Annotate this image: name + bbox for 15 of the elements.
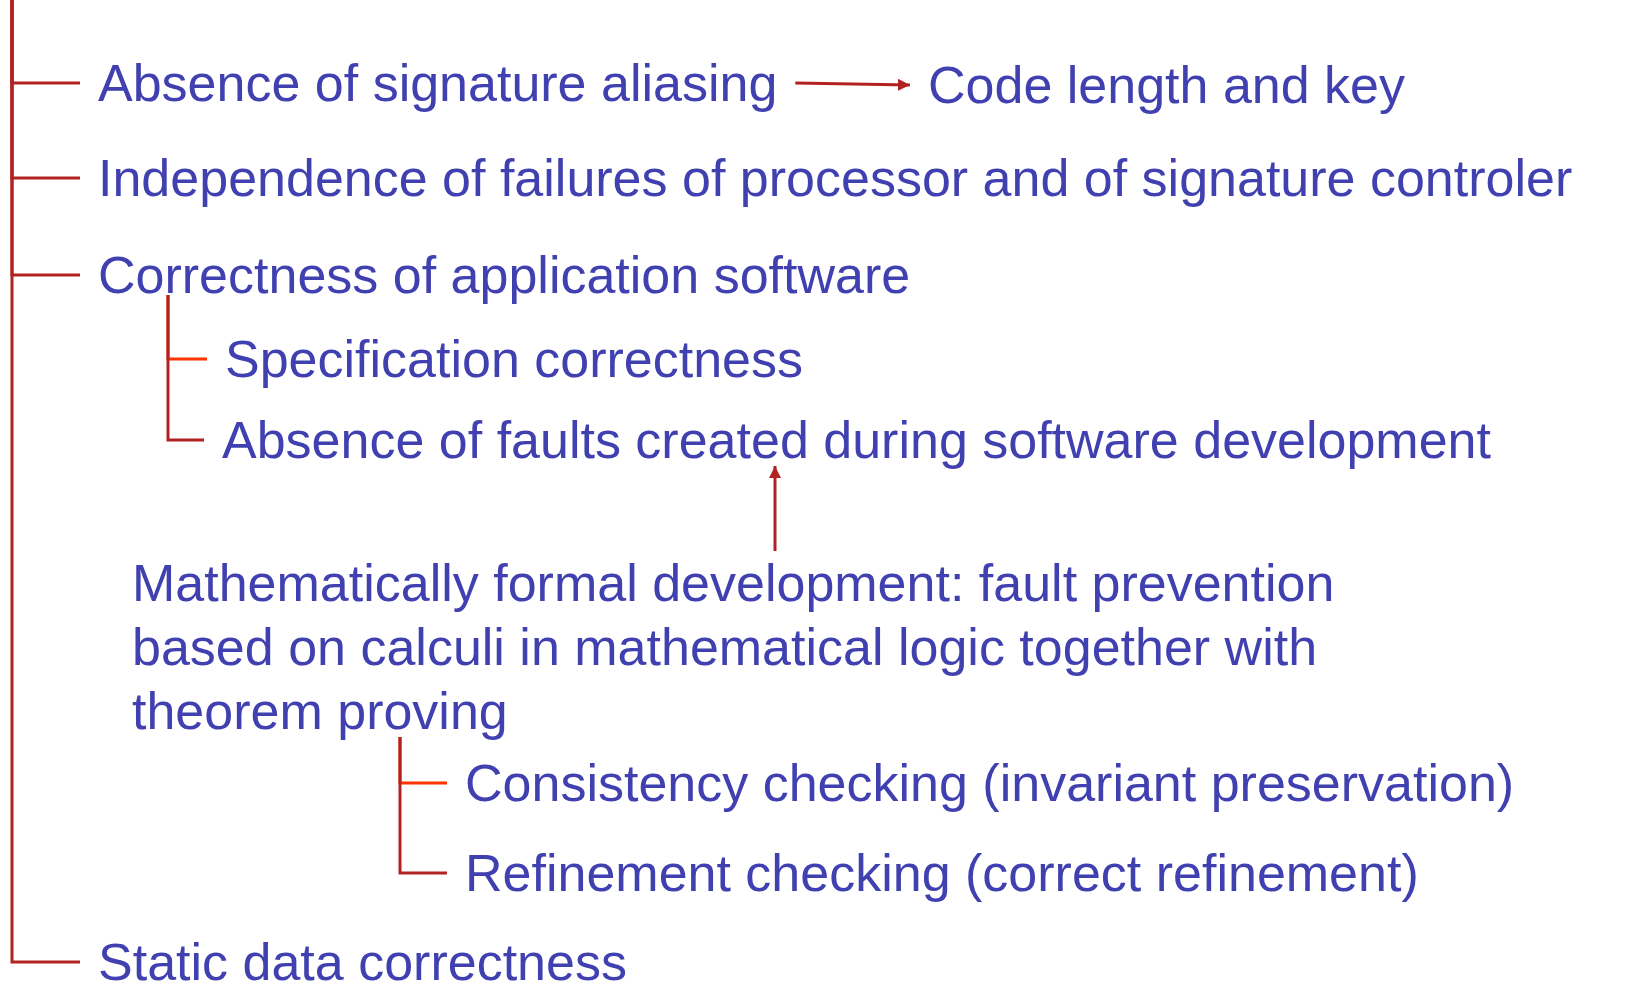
item-text: Correctness of application software (98, 246, 911, 304)
item-text: Absence of signature aliasing (98, 54, 778, 112)
item-text: Absence of faults created during software development (222, 411, 1491, 469)
arrow (769, 466, 781, 551)
arrow (795, 78, 911, 91)
tree-line (398, 737, 447, 875)
tree-line (166, 295, 204, 442)
item-text: Static data correctness (98, 933, 627, 989)
item-text: Independence of failures of processor and of signature controler (98, 149, 1573, 207)
item-text: Mathematically formal development: fault prevention based on calculi in mathematical logic together with theorem proving (132, 554, 1335, 740)
item-text: Specification correctness (225, 330, 804, 388)
item-text: Code length and key (928, 56, 1405, 114)
tree-line (10, 0, 80, 964)
item-text: Consistency checking (invariant preservation) (465, 754, 1515, 812)
item-text: Refinement checking (correct refinement) (465, 844, 1419, 902)
